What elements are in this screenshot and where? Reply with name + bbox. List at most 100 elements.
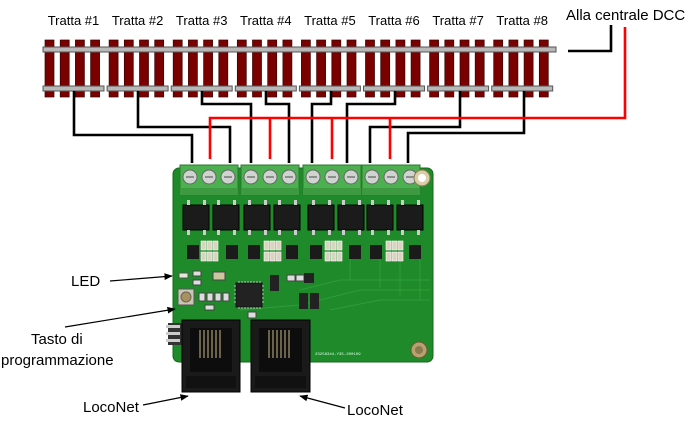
track-section-label: Tratta #6 bbox=[368, 13, 420, 28]
resistor bbox=[206, 240, 213, 251]
bridge-rectifier bbox=[243, 204, 271, 231]
sleeper bbox=[508, 39, 519, 98]
resistor bbox=[391, 240, 398, 251]
track-section-labels: Tratta #1 Tratta #2 Tratta #3 Tratta #4 Trat… bbox=[48, 13, 548, 28]
resistor bbox=[391, 251, 398, 262]
resistor bbox=[324, 251, 331, 262]
sleeper bbox=[395, 39, 406, 98]
bottom-rail-sections bbox=[42, 85, 554, 92]
wire-dcc-black bbox=[568, 25, 613, 53]
sleeper bbox=[301, 39, 311, 98]
bridge-rectifier bbox=[396, 204, 424, 231]
bridge-rectifier bbox=[212, 204, 240, 231]
screw-terminal-blocks bbox=[179, 164, 421, 196]
wire-section-1 bbox=[72, 91, 194, 163]
resistor bbox=[397, 240, 404, 251]
bottom-rail-section bbox=[170, 85, 233, 92]
pcb-board: 23258344-Y35-200109 bbox=[172, 164, 434, 363]
sleeper bbox=[123, 39, 134, 98]
microcontroller bbox=[235, 282, 263, 308]
small-ic bbox=[248, 245, 260, 259]
track-section-label: Tratta #4 bbox=[240, 13, 292, 28]
bottom-rail-section bbox=[363, 85, 425, 92]
sleeper bbox=[188, 39, 198, 98]
callout-loconet-left-arrow bbox=[142, 394, 189, 406]
sleeper bbox=[282, 39, 293, 98]
sleeper bbox=[59, 39, 70, 98]
sleeper bbox=[365, 39, 375, 98]
sleeper bbox=[267, 39, 278, 98]
track-section-label: Tratta #2 bbox=[112, 13, 164, 28]
bridge-rectifier bbox=[337, 204, 365, 231]
sleeper bbox=[252, 39, 262, 98]
sleeper bbox=[493, 39, 504, 98]
bottom-rail-section bbox=[42, 85, 105, 92]
wire-section-6 bbox=[345, 91, 397, 163]
small-ic bbox=[409, 245, 421, 259]
callout-button-label-line2: programmazione bbox=[1, 352, 114, 369]
resistor bbox=[200, 251, 207, 262]
wire-section-3 bbox=[200, 91, 253, 163]
small-ic bbox=[286, 245, 298, 259]
track-section-label: Tratta #3 bbox=[176, 13, 228, 28]
track-sleepers bbox=[44, 39, 549, 98]
callout-loconet-right-label: LocoNet bbox=[347, 402, 404, 419]
wires bbox=[72, 25, 627, 163]
sleeper bbox=[429, 39, 439, 98]
led bbox=[178, 272, 189, 279]
bottom-rail-section bbox=[234, 85, 297, 92]
bottom-rail-section bbox=[298, 85, 361, 92]
pcb-silkscreen: 23258344-Y35-200109 bbox=[315, 353, 361, 357]
sleeper bbox=[523, 39, 534, 98]
bridge-rectifier bbox=[273, 204, 301, 231]
resistor bbox=[263, 251, 270, 262]
sleeper bbox=[203, 39, 213, 98]
small-ic bbox=[187, 245, 199, 259]
track-section-label: Tratta #5 bbox=[304, 13, 356, 28]
sleeper bbox=[331, 39, 342, 98]
wire-section-2 bbox=[136, 91, 232, 163]
resistor bbox=[336, 251, 343, 262]
dcc-label: Alla centrale DCC bbox=[566, 7, 685, 24]
small-ics bbox=[187, 240, 421, 262]
callout-led-arrow bbox=[109, 273, 173, 282]
track-section-label: Tratta #7 bbox=[432, 13, 484, 28]
bottom-rail-section bbox=[427, 85, 490, 92]
small-ic bbox=[370, 245, 382, 259]
callout-loconet-left-label: LocoNet bbox=[83, 399, 140, 416]
wire-dcc-red bbox=[208, 27, 627, 159]
wire-section-8 bbox=[406, 91, 526, 163]
resistor bbox=[212, 240, 219, 251]
callout-button-arrow bbox=[64, 306, 176, 328]
sleeper bbox=[316, 39, 326, 98]
sleeper bbox=[154, 39, 165, 98]
resistor bbox=[206, 251, 213, 262]
sleeper bbox=[410, 39, 421, 98]
track-section-label: Tratta #1 bbox=[48, 13, 100, 28]
sleeper bbox=[139, 39, 149, 98]
bridge-rectifier bbox=[366, 204, 394, 231]
sleeper bbox=[236, 39, 247, 98]
sleeper bbox=[218, 39, 229, 98]
sleeper bbox=[538, 39, 549, 98]
wire-section-4 bbox=[264, 91, 291, 163]
resistor bbox=[275, 251, 282, 262]
sleeper bbox=[172, 39, 183, 98]
bottom-rail-section bbox=[491, 85, 554, 92]
track-section-label: Tratta #8 bbox=[496, 13, 548, 28]
bottom-rail-section bbox=[106, 85, 169, 92]
sleeper bbox=[75, 39, 85, 98]
resistor bbox=[336, 240, 343, 251]
sleeper bbox=[459, 39, 470, 98]
top-rail bbox=[42, 46, 557, 53]
bridge-rectifiers bbox=[182, 200, 424, 235]
sleeper bbox=[108, 39, 119, 98]
small-ic bbox=[226, 245, 238, 259]
resistor bbox=[275, 240, 282, 251]
resistor bbox=[397, 251, 404, 262]
resistor bbox=[330, 251, 337, 262]
resistor bbox=[212, 251, 219, 262]
resistor bbox=[385, 251, 392, 262]
bridge-rectifier bbox=[182, 204, 210, 231]
